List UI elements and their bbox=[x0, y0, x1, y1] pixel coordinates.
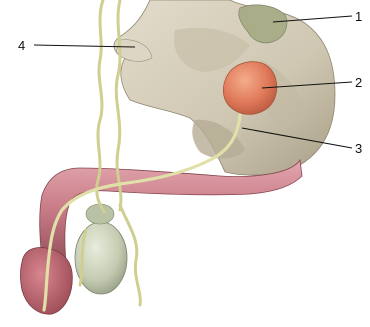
label-3: 3 bbox=[355, 141, 362, 156]
label-1: 1 bbox=[355, 9, 362, 24]
label-4: 4 bbox=[18, 38, 25, 53]
label-2: 2 bbox=[355, 75, 362, 90]
